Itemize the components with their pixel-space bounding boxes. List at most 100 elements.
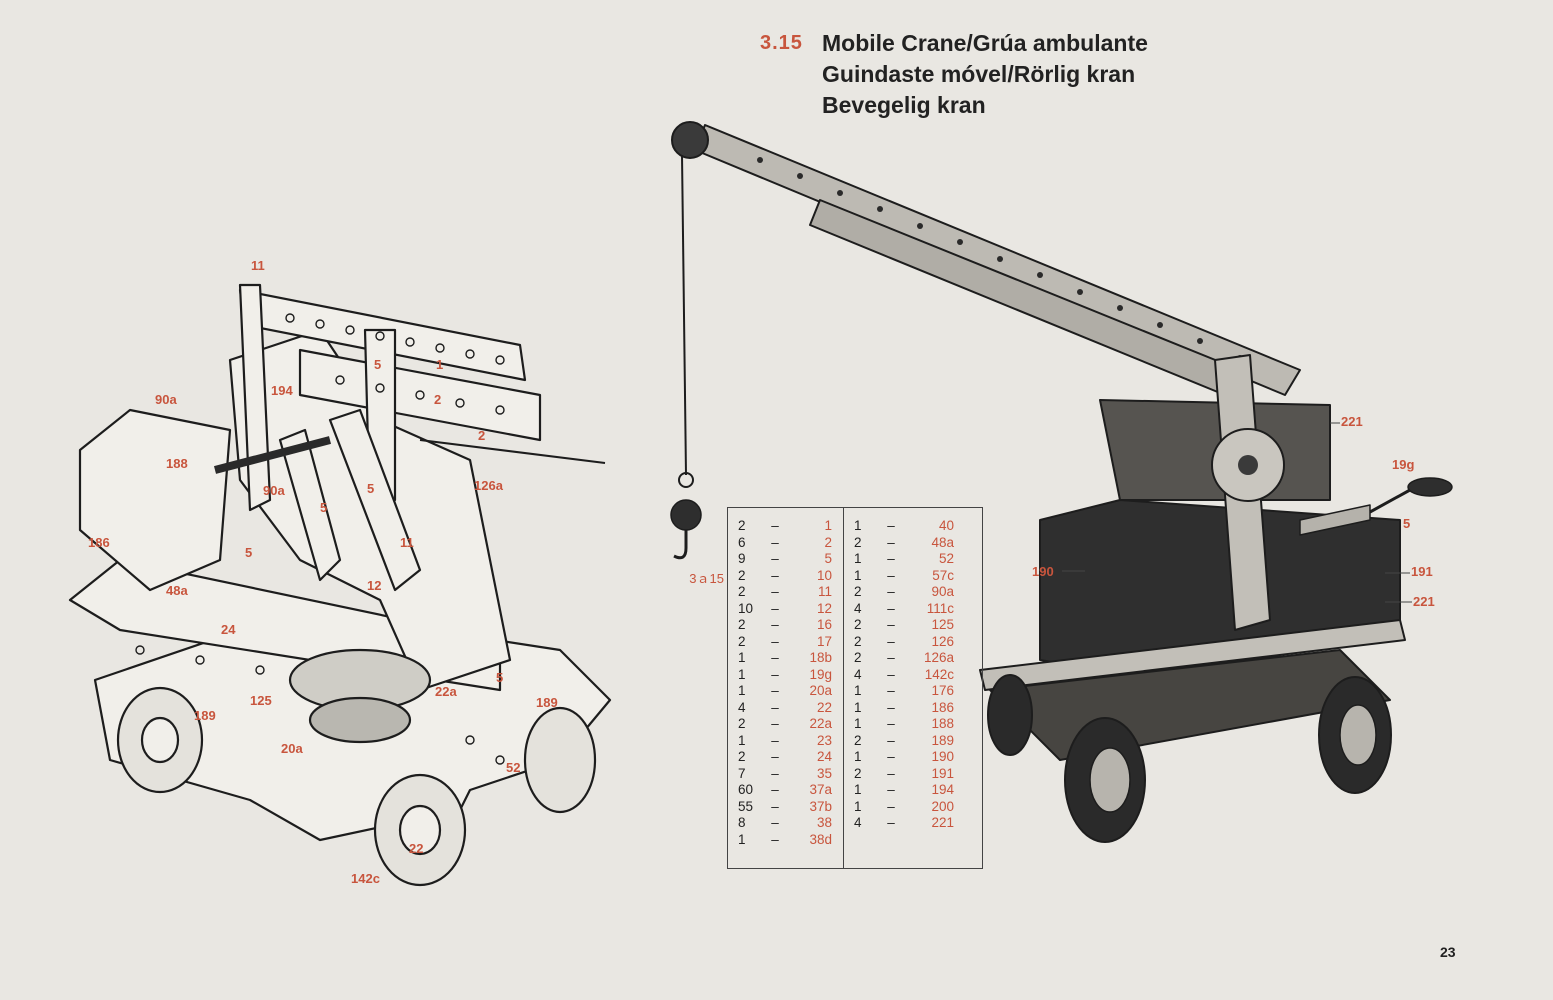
part-quantity: 1 <box>738 683 746 698</box>
parts-list-row: 2–191 <box>854 766 974 783</box>
part-number: 191 <box>931 765 954 781</box>
part-number: 186 <box>931 699 954 715</box>
part-quantity: 2 <box>738 716 746 731</box>
part-number: 40 <box>938 518 954 533</box>
part-number: 126 <box>931 633 954 649</box>
title-line-1: Mobile Crane/Grúa ambulante <box>822 30 1148 56</box>
parts-list-row: 4–221 <box>854 815 974 832</box>
row-dash: – <box>771 666 779 682</box>
part-quantity: 1 <box>854 518 862 533</box>
parts-list-row: 1–18b <box>738 650 838 667</box>
row-dash: – <box>887 551 895 566</box>
part-number: 142c <box>924 666 954 682</box>
model-number: 3.15 <box>760 32 803 54</box>
parts-list-row: 1 – 57c <box>854 568 974 585</box>
part-quantity: 6 <box>738 534 746 550</box>
row-dash: – <box>771 716 779 731</box>
part-number: 37a <box>809 782 832 797</box>
parts-list-row: 1–188 <box>854 716 974 733</box>
row-dash: – <box>887 716 895 731</box>
row-dash: – <box>887 633 895 649</box>
part-label: 2 <box>478 428 486 443</box>
row-dash: – <box>887 567 895 583</box>
part-quantity: 2 <box>738 749 746 764</box>
part-quantity: 2 <box>854 534 862 550</box>
row-dash: – <box>771 683 779 698</box>
parts-list-row: 1 – 20a <box>738 683 838 700</box>
row-dash: – <box>887 798 895 814</box>
part-number: 20a <box>809 683 832 698</box>
part-quantity: 10 <box>738 600 754 616</box>
part-quantity: 1 <box>854 551 862 566</box>
part-quantity: 60 <box>738 782 754 797</box>
jib-arm-lower <box>298 348 542 442</box>
parts-list-row: 1–23 <box>738 733 838 750</box>
parts-list-row: 2–24 <box>738 749 838 766</box>
part-number: 57c <box>932 567 954 583</box>
photo-part-label: 221 <box>1341 414 1363 429</box>
part-number: 1 <box>824 518 832 533</box>
row-dash: – <box>887 600 895 616</box>
part-number: 5 <box>824 551 832 566</box>
parts-list-divider <box>843 508 844 868</box>
part-number: 2 <box>824 534 832 550</box>
part-quantity: 2 <box>854 650 862 665</box>
part-number: 38d <box>809 831 832 847</box>
part-label: 12 <box>367 578 382 593</box>
part-label: 142c <box>351 871 380 886</box>
title-line-2: Guindaste móvel/Rörlig kran <box>822 61 1136 87</box>
part-label: 5 <box>496 670 504 685</box>
part-quantity: 1 <box>854 798 862 814</box>
row-dash: – <box>887 518 895 533</box>
model-titles: Mobile Crane/Grúa ambulante Guindaste mó… <box>822 28 1242 121</box>
photo-part-label: 19g <box>1392 457 1415 472</box>
parts-list-row: 2–16 <box>738 617 838 634</box>
part-number: 10 <box>816 567 832 583</box>
part-quantity: 2 <box>738 633 746 649</box>
part-label: 5 <box>245 545 253 560</box>
parts-list-row: 2–125 <box>854 617 974 634</box>
part-quantity: 7 <box>738 765 746 781</box>
parts-list-row: 1–194 <box>854 782 974 799</box>
parts-list-row: 8–38 <box>738 815 838 832</box>
parts-list-row: 2–90a <box>854 584 974 601</box>
row-dash: – <box>887 617 895 632</box>
part-quantity: 2 <box>738 567 746 583</box>
page-number: 23 <box>1440 944 1456 960</box>
row-dash: – <box>771 518 779 533</box>
part-label: 20a <box>281 741 303 756</box>
part-quantity: 2 <box>854 765 862 781</box>
row-dash: – <box>771 551 779 566</box>
row-dash: – <box>887 732 895 748</box>
part-number: 90a <box>931 584 954 599</box>
parts-list-row: 2–189 <box>854 733 974 750</box>
part-number: 12 <box>816 600 832 616</box>
photo-part-label: 191 <box>1411 564 1433 579</box>
part-number: 18b <box>809 650 832 665</box>
part-number: 194 <box>931 782 954 797</box>
part-label: 186 <box>88 535 110 550</box>
part-number: 189 <box>931 732 954 748</box>
part-quantity: 1 <box>854 567 862 583</box>
part-label: 22a <box>435 684 457 699</box>
row-dash: – <box>887 666 895 682</box>
part-number: 125 <box>931 617 954 632</box>
part-number: 190 <box>931 749 954 764</box>
part-label: 189 <box>194 708 216 723</box>
part-label: 52 <box>506 760 521 775</box>
parts-list-row: 6–2 <box>738 535 838 552</box>
parts-list-row: 2–10 <box>738 568 838 585</box>
part-quantity: 1 <box>854 716 862 731</box>
part-number: 24 <box>816 749 832 764</box>
part-quantity: 4 <box>854 666 862 682</box>
part-number: 35 <box>816 765 832 781</box>
row-dash: – <box>771 798 779 814</box>
part-label: 188 <box>166 456 188 471</box>
parts-list-row: 7–35 <box>738 766 838 783</box>
part-quantity: 1 <box>738 650 746 665</box>
row-dash: – <box>887 749 895 764</box>
part-quantity: 4 <box>738 699 746 715</box>
